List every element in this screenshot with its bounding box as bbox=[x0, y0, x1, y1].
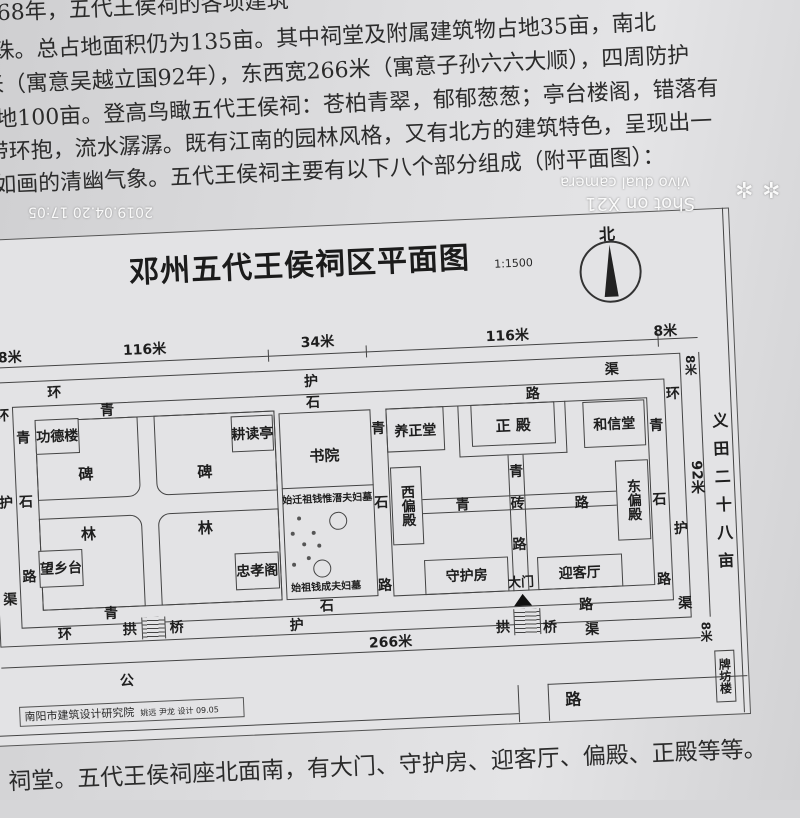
gongde-tower-label: 功德楼 bbox=[35, 428, 79, 446]
credit-org: 南阳市建筑设计研究院 bbox=[24, 705, 135, 724]
road-char: 护 bbox=[289, 617, 305, 635]
road-char: 石 bbox=[305, 394, 321, 412]
road-char: 石 bbox=[18, 494, 34, 511]
arch-bridge-west bbox=[141, 616, 167, 640]
reception-hall-label: 迎客厅 bbox=[558, 564, 602, 583]
text-bottom-line: 祠堂。五代王侯祠座北面南，有大门、守护房、迎客厅、偏殿、正殿等等。 bbox=[7, 736, 768, 796]
tomb-2-label: 始祖钱成夫妇墓 bbox=[290, 580, 362, 595]
entrance-arrow-icon bbox=[513, 593, 533, 607]
dim-left-116: 116米 bbox=[122, 341, 167, 360]
east-side-hall-label: 东偏殿 bbox=[624, 478, 643, 522]
road-char: 渠 bbox=[604, 361, 620, 379]
zhongxiao-pavilion-label: 忠孝阁 bbox=[236, 562, 279, 581]
dim-width-266: 266米 bbox=[368, 633, 413, 652]
camera-model-watermark: Shot on X21 bbox=[585, 192, 696, 214]
road-char: 公 bbox=[119, 672, 135, 690]
academy-label: 书院 bbox=[308, 446, 340, 466]
road-char: 环 bbox=[47, 384, 62, 402]
west-side-hall-label: 西偏殿 bbox=[398, 484, 417, 528]
road-char: 路 bbox=[564, 689, 582, 710]
road-char: 路 bbox=[22, 569, 37, 586]
stele-char: 碑 bbox=[197, 462, 213, 482]
bridge-char: 拱 bbox=[122, 621, 138, 639]
road-char: 青 bbox=[649, 417, 664, 435]
main-gate-label: 大门 bbox=[507, 574, 535, 591]
road-char: 青 bbox=[99, 402, 115, 420]
dim-depth-92: 92米 bbox=[687, 460, 706, 495]
bridge-char: 桥 bbox=[542, 619, 558, 636]
road-char: 石 bbox=[319, 598, 335, 615]
camera-brand-watermark: vivo dual camera bbox=[560, 173, 690, 192]
road-char: 砖 bbox=[510, 495, 525, 513]
road-char: 石 bbox=[652, 491, 667, 509]
road-char: 路 bbox=[574, 494, 590, 512]
text-line-1: 768年，五代王侯祠的各项建筑 bbox=[0, 0, 290, 27]
road-char: 渠 bbox=[677, 595, 693, 613]
road-char: 路 bbox=[377, 577, 393, 595]
arch-bridge-south bbox=[513, 608, 542, 636]
road-char: 路 bbox=[578, 596, 594, 614]
road-char: 青 bbox=[15, 430, 31, 447]
road-char: 环 bbox=[57, 626, 73, 644]
bridge-char: 拱 bbox=[495, 619, 511, 637]
dim-right-116: 116米 bbox=[485, 327, 530, 346]
credit-designers: 姚远 尹龙 设计 09.05 bbox=[140, 705, 220, 718]
road-char: 青 bbox=[370, 420, 386, 438]
photo-timestamp: 2019.04.20 17:05 bbox=[28, 203, 153, 220]
hexin-hall-label: 和信堂 bbox=[592, 415, 636, 434]
dim-right-8: 8米 bbox=[653, 322, 678, 340]
stele-char: 林 bbox=[197, 518, 214, 538]
road-char: 护 bbox=[0, 494, 14, 512]
wangxiang-terrace-label: 望乡台 bbox=[39, 560, 83, 578]
guard-house-label: 守护房 bbox=[445, 567, 489, 586]
bridge-char: 桥 bbox=[169, 619, 185, 637]
road-char: 环 bbox=[0, 408, 10, 425]
dim-left-8: 8米 bbox=[0, 349, 23, 367]
road-char: 石 bbox=[374, 494, 389, 512]
plan-scale: 1:1500 bbox=[493, 256, 534, 271]
road-char: 路 bbox=[512, 536, 527, 554]
stele-char: 林 bbox=[80, 524, 97, 544]
road-char: 护 bbox=[673, 520, 689, 538]
camera-shutter-icon: ✲ bbox=[735, 176, 754, 202]
road-char: 环 bbox=[665, 385, 681, 403]
road-char: 青 bbox=[103, 605, 119, 623]
road-char: 渠 bbox=[3, 591, 18, 609]
road-char: 路 bbox=[656, 571, 672, 588]
camera-shutter-icon: ✲ bbox=[762, 176, 781, 202]
road-char: 护 bbox=[303, 373, 319, 391]
road-char: 路 bbox=[525, 385, 541, 403]
road-char: 青 bbox=[455, 497, 470, 514]
main-hall-label: 正 殿 bbox=[495, 415, 532, 436]
gengdu-pavilion-label: 耕读亭 bbox=[231, 425, 274, 444]
dim-side-8-top: 8米 bbox=[682, 354, 698, 376]
road-char: 青 bbox=[508, 463, 524, 481]
road-char: 渠 bbox=[584, 621, 600, 639]
dim-mid-34: 34米 bbox=[300, 333, 335, 352]
memorial-archway-label: 牌坊楼 bbox=[717, 657, 733, 695]
dim-side-8-bottom: 8米 bbox=[698, 621, 714, 643]
yangzheng-hall-label: 养正堂 bbox=[394, 422, 437, 441]
stele-char: 碑 bbox=[78, 464, 94, 484]
